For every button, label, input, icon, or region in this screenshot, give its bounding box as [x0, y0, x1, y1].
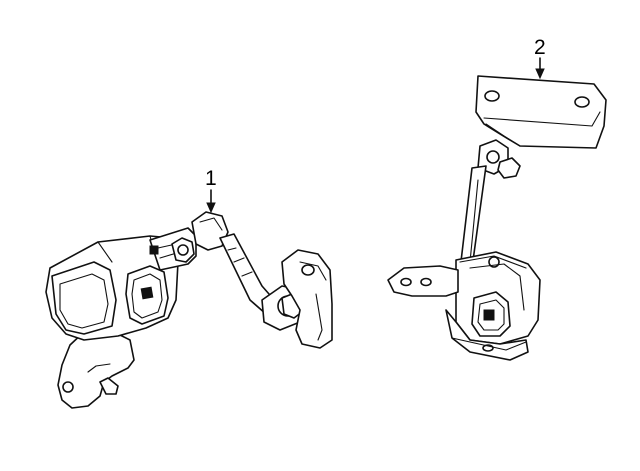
callout-2-label: 2	[534, 36, 546, 59]
part-2-bolt-hole-right	[574, 96, 590, 108]
part-2-lower-flange	[387, 265, 459, 297]
callout-1-label: 1	[205, 167, 217, 190]
part-2-sensor-assembly	[387, 57, 607, 361]
part-2-upper-bracket	[475, 75, 607, 149]
callout-1-arrow	[206, 189, 216, 214]
part-1-bolt-hole	[62, 381, 74, 393]
callout-2-arrow	[535, 57, 545, 80]
part-2-bolt-hole-left	[484, 90, 500, 102]
part-1-end-bracket	[281, 249, 333, 349]
part-1-sensor-assembly	[45, 189, 333, 409]
part-1-mount-bracket	[57, 329, 135, 409]
